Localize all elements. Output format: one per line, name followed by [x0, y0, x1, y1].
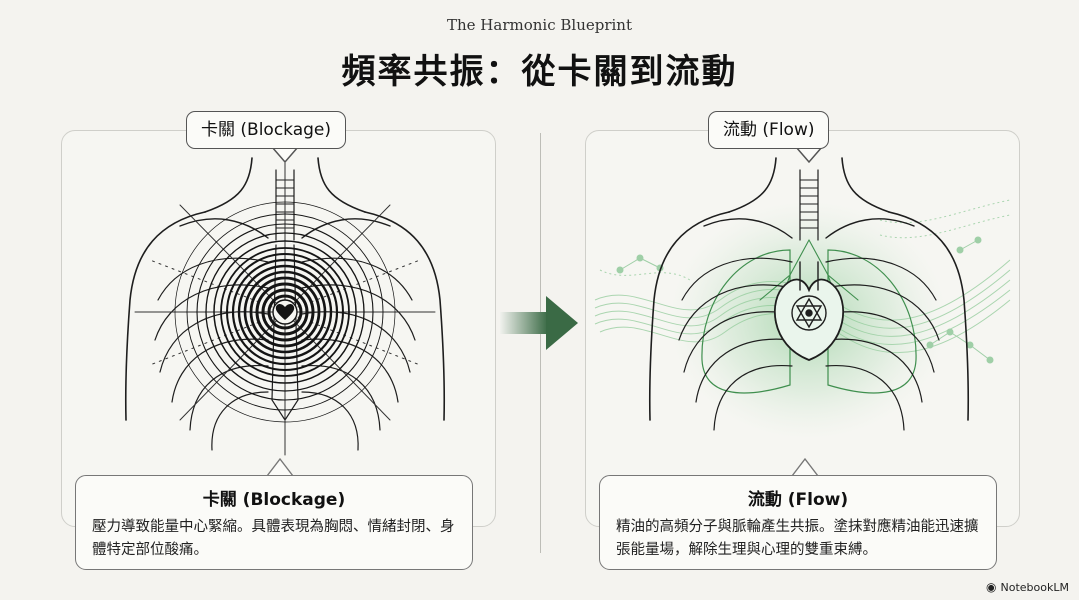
flow-caption: 流動 (Flow) 精油的高頻分子與脈輪產生共振。塗抹對應精油能迅速擴張能量場，…	[599, 475, 997, 570]
flow-caption-title: 流動 (Flow)	[747, 490, 849, 510]
blockage-radiating-lines	[134, 149, 436, 456]
tag-right-pointer	[794, 146, 824, 164]
notebooklm-watermark: ◉ NotebookLM	[986, 580, 1069, 594]
watermark-text: NotebookLM	[1000, 580, 1069, 594]
blockage-caption-title: 卡關 (Blockage)	[202, 490, 346, 510]
notebooklm-icon: ◉	[986, 580, 997, 594]
blockage-concentric-rings	[174, 201, 396, 423]
flow-caption-body: 精油的高頻分子與脈輪產生共振。塗抹對應精油能迅速擴張能量場，解除生理與心理的雙重…	[616, 519, 979, 558]
flow-molecules	[616, 236, 994, 364]
blockage-tag: 卡關 (Blockage)	[186, 111, 347, 149]
blockage-caption: 卡關 (Blockage) 壓力導致能量中心緊縮。具體表現為胸悶、情緒封閉、身體…	[75, 475, 473, 570]
heart-icon	[272, 299, 298, 325]
caption-right-pointer	[790, 457, 820, 477]
center-divider	[540, 133, 541, 553]
blockage-caption-body: 壓力導致能量中心緊縮。具體表現為胸悶、情緒封閉、身體特定部位酸痛。	[92, 519, 455, 558]
hexagram-icon	[791, 295, 827, 331]
caption-left-pointer	[265, 457, 295, 477]
page-subtitle: The Harmonic Blueprint	[446, 16, 632, 34]
flow-tag: 流動 (Flow)	[708, 111, 830, 149]
page-title: 頻率共振：從卡關到流動	[341, 52, 738, 92]
tag-left-pointer	[270, 146, 300, 164]
arrow-right-icon	[500, 296, 578, 350]
flow-torso-illustration	[648, 157, 970, 431]
